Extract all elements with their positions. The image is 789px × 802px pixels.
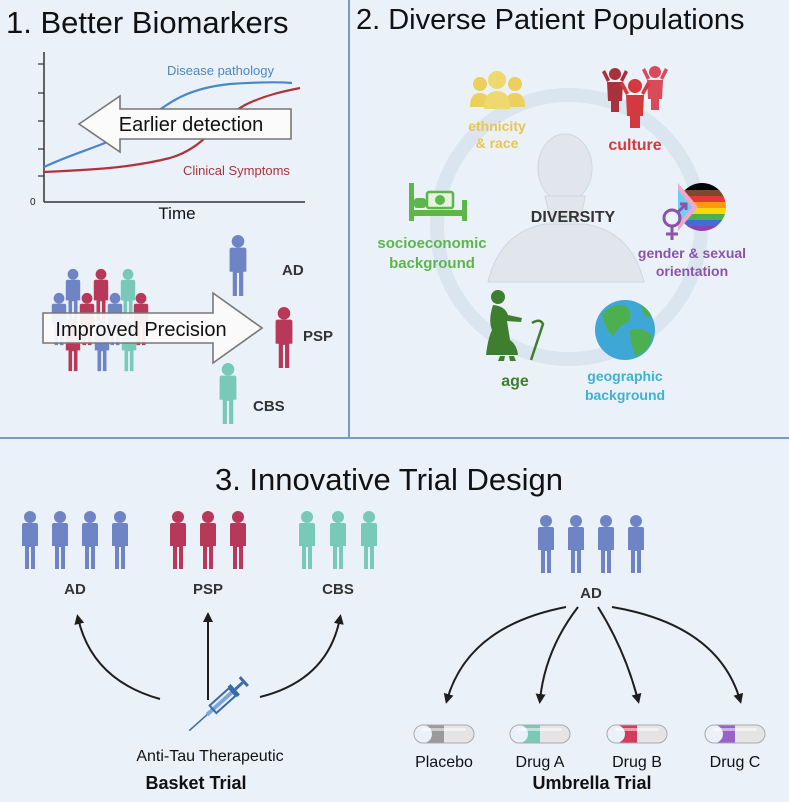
- drug-labels: Placebo Drug A Drug B Drug C: [415, 754, 760, 771]
- umbrella-ad-label: AD: [580, 585, 602, 602]
- panel-dividers: [0, 0, 789, 439]
- basket-ad-label: AD: [64, 581, 86, 598]
- drug-label: Drug C: [710, 754, 761, 771]
- psp-person-icon: [275, 307, 293, 368]
- basket-trial-label: Basket Trial: [145, 773, 246, 793]
- panel2-title: 2. Diverse Patient Populations: [356, 4, 745, 36]
- globe-icon: [595, 300, 655, 360]
- panel3-title: 3. Innovative Trial Design: [215, 462, 563, 497]
- syringe-icon: [188, 676, 249, 732]
- socio-label-line1: socioeconomic: [377, 235, 486, 252]
- gender-label-line1: gender & sexual: [638, 245, 746, 261]
- disease-pathology-label: Disease pathology: [167, 63, 274, 78]
- geo-label-line2: background: [585, 387, 665, 403]
- earlier-detection-arrow: Earlier detection: [77, 94, 292, 154]
- umbrella-trial-label: Umbrella Trial: [532, 773, 651, 793]
- precision-cbs-label: CBS: [253, 398, 285, 415]
- basket-ad-group: [22, 511, 128, 569]
- ad-person-icon: [229, 235, 247, 296]
- age-label: age: [501, 373, 529, 390]
- clinical-symptoms-label: Clinical Symptoms: [183, 163, 290, 178]
- panel-innovative-trial-design: 3. Innovative Trial Design AD PSP CBS: [22, 462, 766, 793]
- ethnicity-label-line2: & race: [476, 135, 519, 151]
- basket-arrows: [74, 612, 344, 700]
- rainbow-flag-icon: [678, 183, 726, 231]
- elderly-person-icon: [486, 290, 522, 361]
- basket-psp-group: [170, 511, 246, 569]
- y-ticks: [38, 63, 44, 177]
- basket-cbs-label: CBS: [322, 581, 354, 598]
- gender-symbol-icon: [662, 202, 688, 240]
- earlier-detection-label: Earlier detection: [119, 114, 264, 136]
- therapeutic-label: Anti-Tau Therapeutic: [136, 748, 283, 765]
- drug-pills: [413, 724, 766, 744]
- umbrella-ad-group: [538, 515, 644, 573]
- disease-pathology-curve: [43, 81, 293, 168]
- drug-label: Drug B: [612, 754, 662, 771]
- capsule-icon: [606, 724, 668, 744]
- clinical-symptoms-curve: [43, 86, 301, 174]
- socio-label-line2: background: [389, 255, 475, 272]
- drug-label: Placebo: [415, 754, 473, 771]
- panel-diverse-populations: 2. Diverse Patient Populations DIVERSITY…: [356, 4, 746, 403]
- basket-cbs-group: [299, 511, 377, 569]
- y-zero-label: 0: [30, 197, 36, 208]
- precision-psp-label: PSP: [303, 328, 333, 345]
- bed-money-icon: [409, 183, 467, 221]
- head-silhouette-icon: [487, 133, 645, 283]
- panel-better-biomarkers: 1. Better Biomarkers 0 Disease pathology…: [6, 5, 333, 424]
- gender-label-line2: orientation: [656, 263, 728, 279]
- basket-psp-label: PSP: [193, 581, 223, 598]
- capsule-icon: [509, 724, 571, 744]
- panel1-title: 1. Better Biomarkers: [6, 5, 289, 40]
- time-axis-label: Time: [158, 204, 195, 223]
- ethnicity-label-line1: ethnicity: [468, 118, 526, 134]
- walking-cane-icon: [529, 319, 545, 361]
- capsule-icon: [413, 724, 475, 744]
- culture-label: culture: [608, 137, 661, 154]
- precision-groups: AD PSP CBS: [219, 235, 333, 424]
- improved-precision-arrow: Improved Precision: [42, 291, 264, 365]
- capsule-icon: [704, 724, 766, 744]
- improved-precision-label: Improved Precision: [55, 319, 226, 341]
- people-group-icon: [470, 71, 525, 109]
- diversity-center-label: DIVERSITY: [531, 209, 616, 226]
- biomarker-chart: 0 Disease pathology Clinical Symptoms Ti…: [30, 52, 305, 223]
- cbs-person-icon: [219, 363, 237, 424]
- culture-people-icon: [602, 66, 668, 128]
- geo-label-line1: geographic: [587, 368, 663, 384]
- drug-label: Drug A: [516, 754, 565, 771]
- precision-ad-label: AD: [282, 262, 304, 279]
- umbrella-arrows: [443, 606, 744, 704]
